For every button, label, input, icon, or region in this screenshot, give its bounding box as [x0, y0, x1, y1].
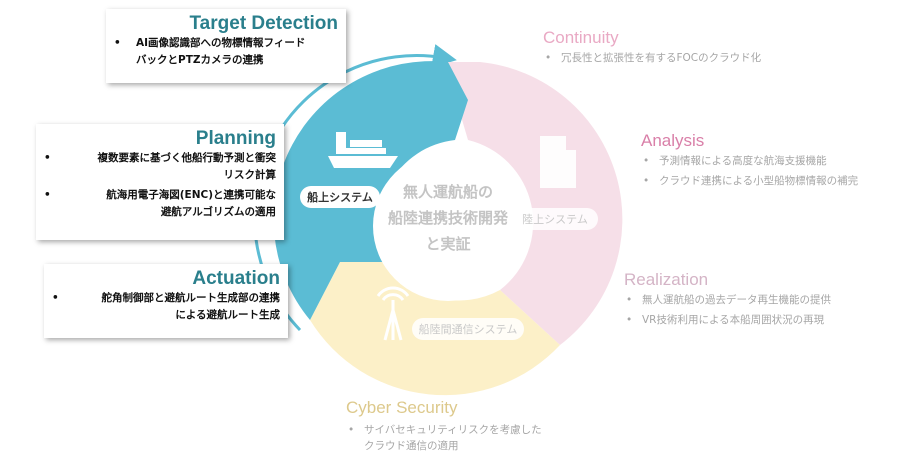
card-bullet: AI画像認識部への物標情報フィード バックとPTZカメラの連携: [114, 35, 338, 69]
item-realization: Realization 無人運航船の過去データ再生機能の提供 VR技術利用による…: [624, 270, 894, 330]
center-circle: [373, 151, 523, 301]
card-target-detection: Target Detection AI画像認識部への物標情報フィード バックとP…: [106, 9, 346, 83]
item-title: Realization: [624, 270, 709, 289]
card-bullet: 航海用電子海図(ENC)と連携可能な 避航アルゴリズムの適用: [44, 187, 276, 221]
card-bullet: 複数要素に基づく他船行動予測と衝突 リスク計算: [44, 150, 276, 184]
card-actuation: Actuation 舵角制御部と避航ルート生成部の連携 による避航ルート生成: [44, 264, 288, 338]
card-planning: Planning 複数要素に基づく他船行動予測と衝突 リスク計算 航海用電子海図…: [36, 124, 284, 240]
segment-land: [445, 62, 623, 345]
card-title: Actuation: [192, 268, 280, 289]
item-bullet: 無人運航船の過去データ再生機能の提供: [624, 290, 894, 310]
center-line-2: 船陸連携技術開発: [388, 209, 509, 227]
building-icon: [540, 136, 576, 188]
card-bullet: 舵角制御部と避航ルート生成部の連携 による避航ルート生成: [52, 290, 280, 324]
segment-label-land: 陸上システム: [522, 213, 588, 226]
item-title: Cyber Security: [346, 398, 458, 417]
item-title: Continuity: [543, 28, 619, 47]
item-bullet: 予測情報による高度な航海支援機能: [641, 151, 896, 171]
item-title: Analysis: [641, 131, 705, 150]
item-bullet: VR技術利用による本船周囲状況の再現: [624, 310, 894, 330]
item-continuity: Continuity 冗長性と拡張性を有するFOCのクラウド化: [543, 28, 883, 68]
antenna-icon: [376, 286, 410, 341]
card-title: Planning: [195, 128, 276, 149]
item-analysis: Analysis 予測情報による高度な航海支援機能 クラウド連携による小型船物標…: [641, 131, 896, 191]
segment-label-comm: 船陸間通信システム: [419, 322, 518, 336]
item-bullet: 冗長性と拡張性を有するFOCのクラウド化: [543, 48, 883, 68]
ship-icon: [328, 132, 398, 168]
center-line-1: 無人運航船の: [403, 183, 493, 201]
item-cyber-security: Cyber Security サイバセキュリティリスクを考慮した クラウド通信の…: [346, 398, 646, 454]
card-title: Target Detection: [189, 13, 338, 34]
item-bullet: サイバセキュリティリスクを考慮した クラウド通信の適用: [346, 422, 646, 454]
center-line-3: と実証: [425, 235, 470, 253]
segment-label-ship: 船上システム: [307, 190, 373, 204]
item-bullet: クラウド連携による小型船物標情報の補完: [641, 171, 896, 191]
